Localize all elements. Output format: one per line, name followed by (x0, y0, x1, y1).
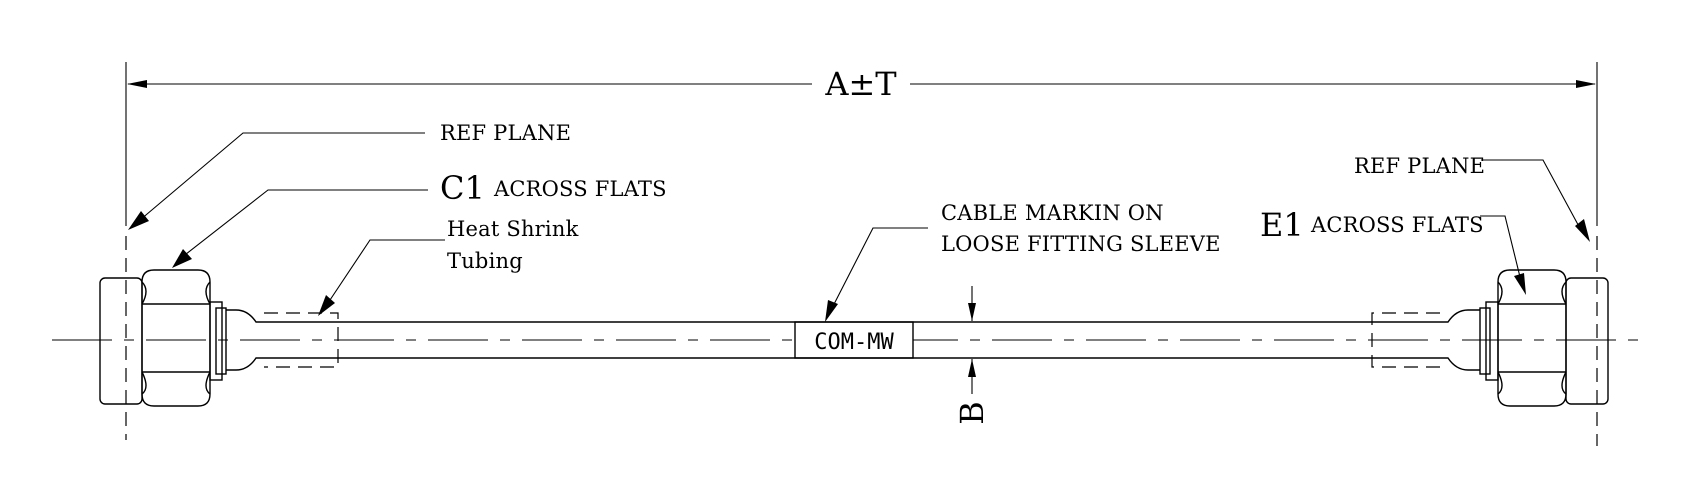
c1-text: ACROSS FLATS (493, 177, 667, 201)
ref-plane-right-leader (1481, 159, 1583, 233)
e1-text: ACROSS FLATS (1310, 213, 1484, 237)
ref-plane-right-callout: REF PLANE (1354, 154, 1590, 242)
right-connector (1371, 269, 1609, 407)
left-connector (99, 269, 339, 407)
ref-plane-right-label: REF PLANE (1354, 154, 1485, 178)
e1-code: E1 (1260, 206, 1304, 244)
left-hex-nut (141, 269, 211, 407)
cable-marking-label-line2: LOOSE FITTING SLEEVE (941, 232, 1221, 256)
cable-marking-leader (829, 227, 928, 313)
e1-callout: E1 ACROSS FLATS (1260, 206, 1526, 295)
cable-marking-label-line1: CABLE MARKIN ON (941, 201, 1164, 225)
e1-leader (1480, 215, 1523, 286)
ref-plane-left-callout: REF PLANE (128, 121, 571, 230)
marking-sleeve (794, 321, 914, 359)
sleeve-marking-text: COM-MW (814, 330, 894, 355)
c1-callout: C1 ACROSS FLATS (172, 169, 667, 268)
c1-code: C1 (440, 169, 485, 207)
heat-shrink-callout: Heat Shrink Tubing (318, 217, 579, 316)
cable-body: COM-MW (264, 321, 1440, 359)
left-collar (209, 301, 223, 381)
sleeve-background (795, 323, 913, 357)
arrowhead-left (127, 80, 147, 88)
heat-shrink-arrow (318, 295, 335, 316)
cable-marking-callout: CABLE MARKIN ON LOOSE FITTING SLEEVE (825, 201, 1221, 322)
left-hex-chamfer-bottom (141, 371, 211, 395)
right-ferrule (1440, 309, 1480, 371)
left-coupling-nut-face (99, 277, 143, 405)
cable-marking-arrow (825, 300, 838, 322)
e1-arrow (1514, 273, 1526, 295)
heat-shrink-label-line1: Heat Shrink (447, 217, 579, 241)
diameter-dimension: B (953, 286, 991, 425)
left-heat-shrink (264, 312, 339, 368)
diameter-label: B (953, 401, 991, 425)
left-hex-chamfer-top (141, 281, 211, 305)
left-ferrule (226, 309, 264, 371)
diameter-arrow-top (968, 303, 976, 321)
overall-length-label: A±T (824, 65, 897, 103)
right-hex-nut (1497, 269, 1567, 407)
right-collar (1485, 301, 1499, 381)
ref-plane-left-arrow (128, 211, 149, 230)
heat-shrink-leader (325, 239, 445, 307)
right-hex-chamfer-top (1497, 281, 1567, 305)
arrowhead-right (1576, 80, 1596, 88)
c1-arrow (172, 249, 192, 268)
overall-length-dimension: A±T (125, 62, 1598, 226)
right-collar-inner (1479, 307, 1491, 375)
ref-plane-left-leader (139, 132, 425, 221)
ref-plane-left-label: REF PLANE (440, 121, 571, 145)
heat-shrink-label-line2: Tubing (447, 249, 523, 273)
ref-plane-right-arrow (1575, 219, 1590, 242)
c1-leader (180, 189, 428, 259)
right-hex-chamfer-bottom (1497, 371, 1567, 395)
right-coupling-nut-face (1565, 277, 1609, 405)
right-heat-shrink (1371, 312, 1440, 368)
left-collar-inner (215, 307, 227, 375)
diameter-arrow-bottom (968, 359, 976, 377)
